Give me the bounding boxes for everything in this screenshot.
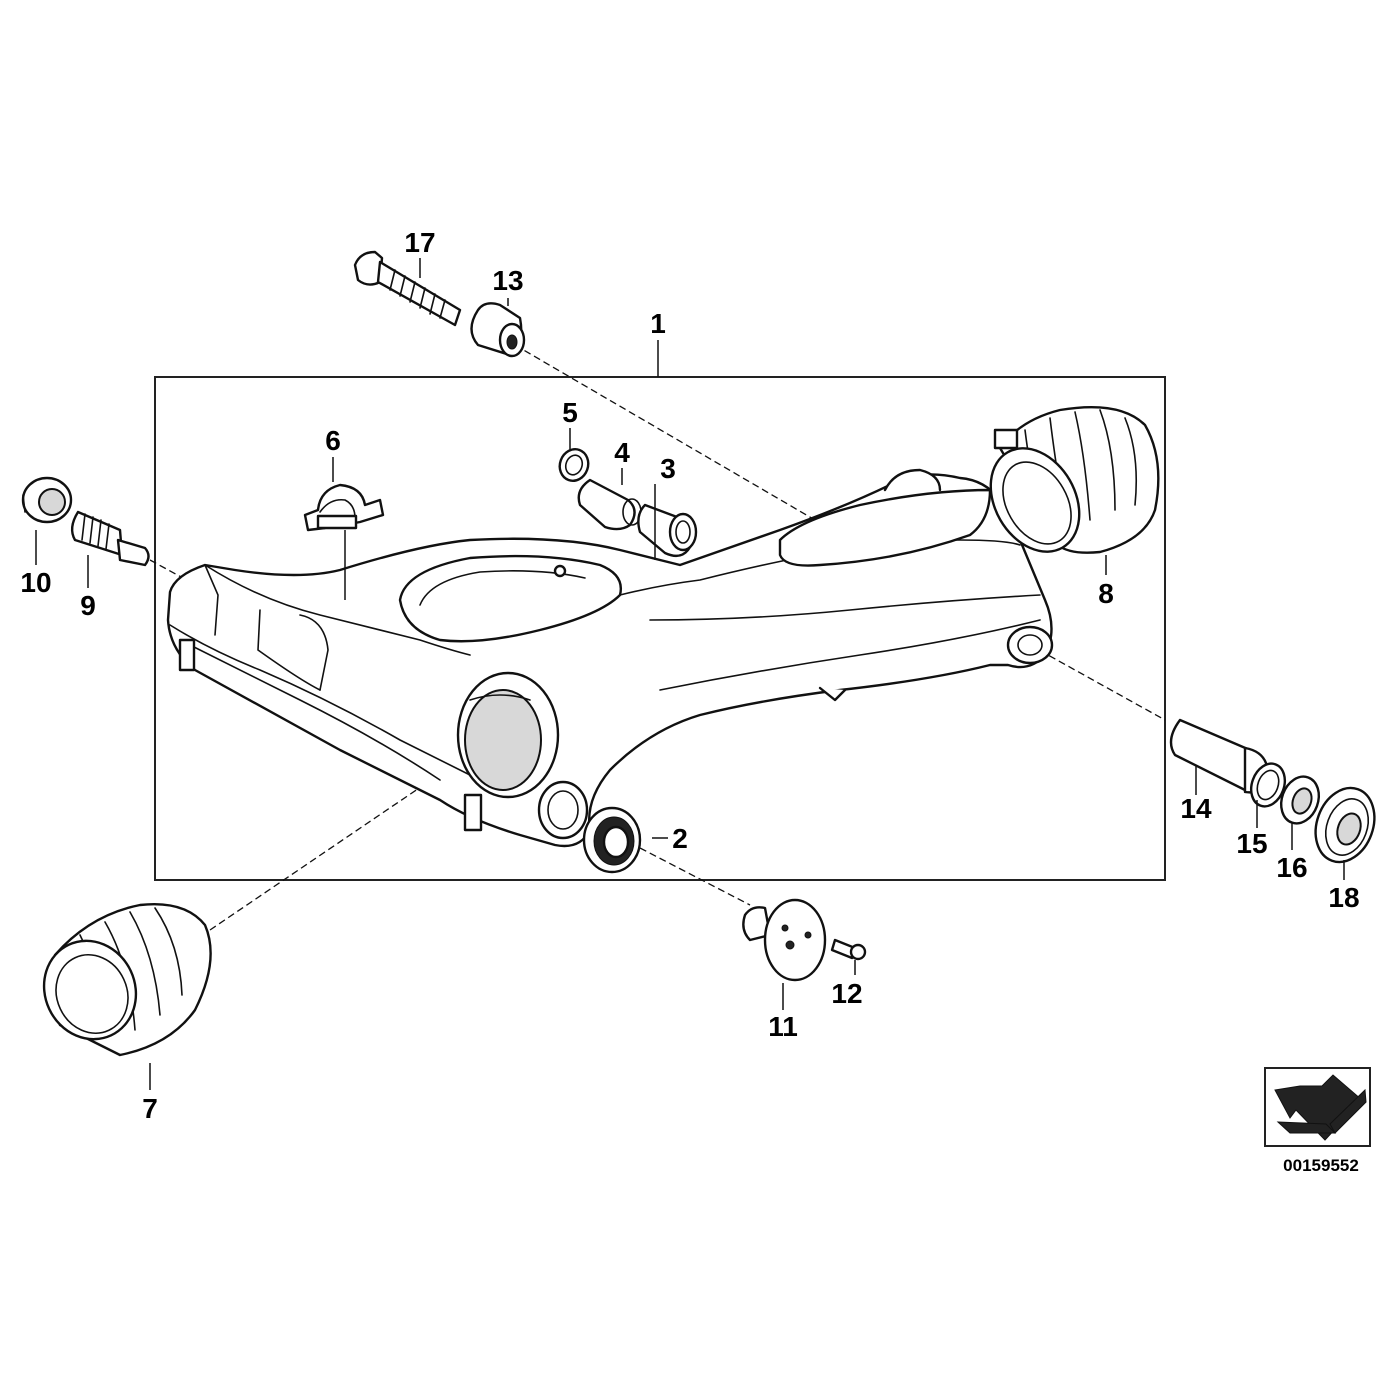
callout-11: 11 <box>768 1011 798 1042</box>
callout-7: 7 <box>142 1093 158 1124</box>
callout-8: 8 <box>1098 578 1114 609</box>
nut-part-10 <box>21 476 73 524</box>
assembly-frame <box>154 376 1166 881</box>
callout-15: 15 <box>1236 828 1267 859</box>
pin-part-9 <box>70 510 150 567</box>
ring-part-5 <box>558 448 590 482</box>
washer-part-16 <box>1279 775 1321 825</box>
callout-leaders <box>35 258 1345 1090</box>
callout-17: 17 <box>404 227 435 258</box>
callout-14: 14 <box>1180 793 1212 824</box>
callout-6: 6 <box>325 425 341 456</box>
boot-part-8 <box>989 405 1160 554</box>
callout-labels: 1 2 3 4 5 6 7 8 9 10 11 12 13 14 15 16 1… <box>20 227 1359 1124</box>
screw-part-12 <box>830 938 867 961</box>
boot-part-7 <box>42 903 212 1057</box>
flange-part-11 <box>742 898 827 982</box>
drawing-number: 00159552 <box>1283 1156 1359 1175</box>
callout-1: 1 <box>650 308 666 339</box>
bearing-part-2 <box>582 806 642 874</box>
callout-18: 18 <box>1328 882 1359 913</box>
callout-2: 2 <box>672 823 688 854</box>
nut-part-13 <box>470 302 526 358</box>
callout-5: 5 <box>562 397 578 428</box>
clip-part-6 <box>303 483 385 532</box>
swing-arm <box>166 468 1054 848</box>
callout-13: 13 <box>492 265 523 296</box>
ring-part-15 <box>1249 762 1287 808</box>
cap-part-18 <box>1314 786 1376 864</box>
sleeve-part-3 <box>637 503 698 558</box>
callout-4: 4 <box>614 437 630 468</box>
orientation-arrow-box: 00159552 <box>1264 1067 1371 1175</box>
callout-12: 12 <box>831 978 862 1009</box>
callout-16: 16 <box>1276 852 1307 883</box>
bushing-part-4 <box>577 478 642 531</box>
callout-10: 10 <box>20 567 51 598</box>
bolt-part-17 <box>353 250 462 327</box>
callout-3: 3 <box>660 453 676 484</box>
callout-9: 9 <box>80 590 96 621</box>
